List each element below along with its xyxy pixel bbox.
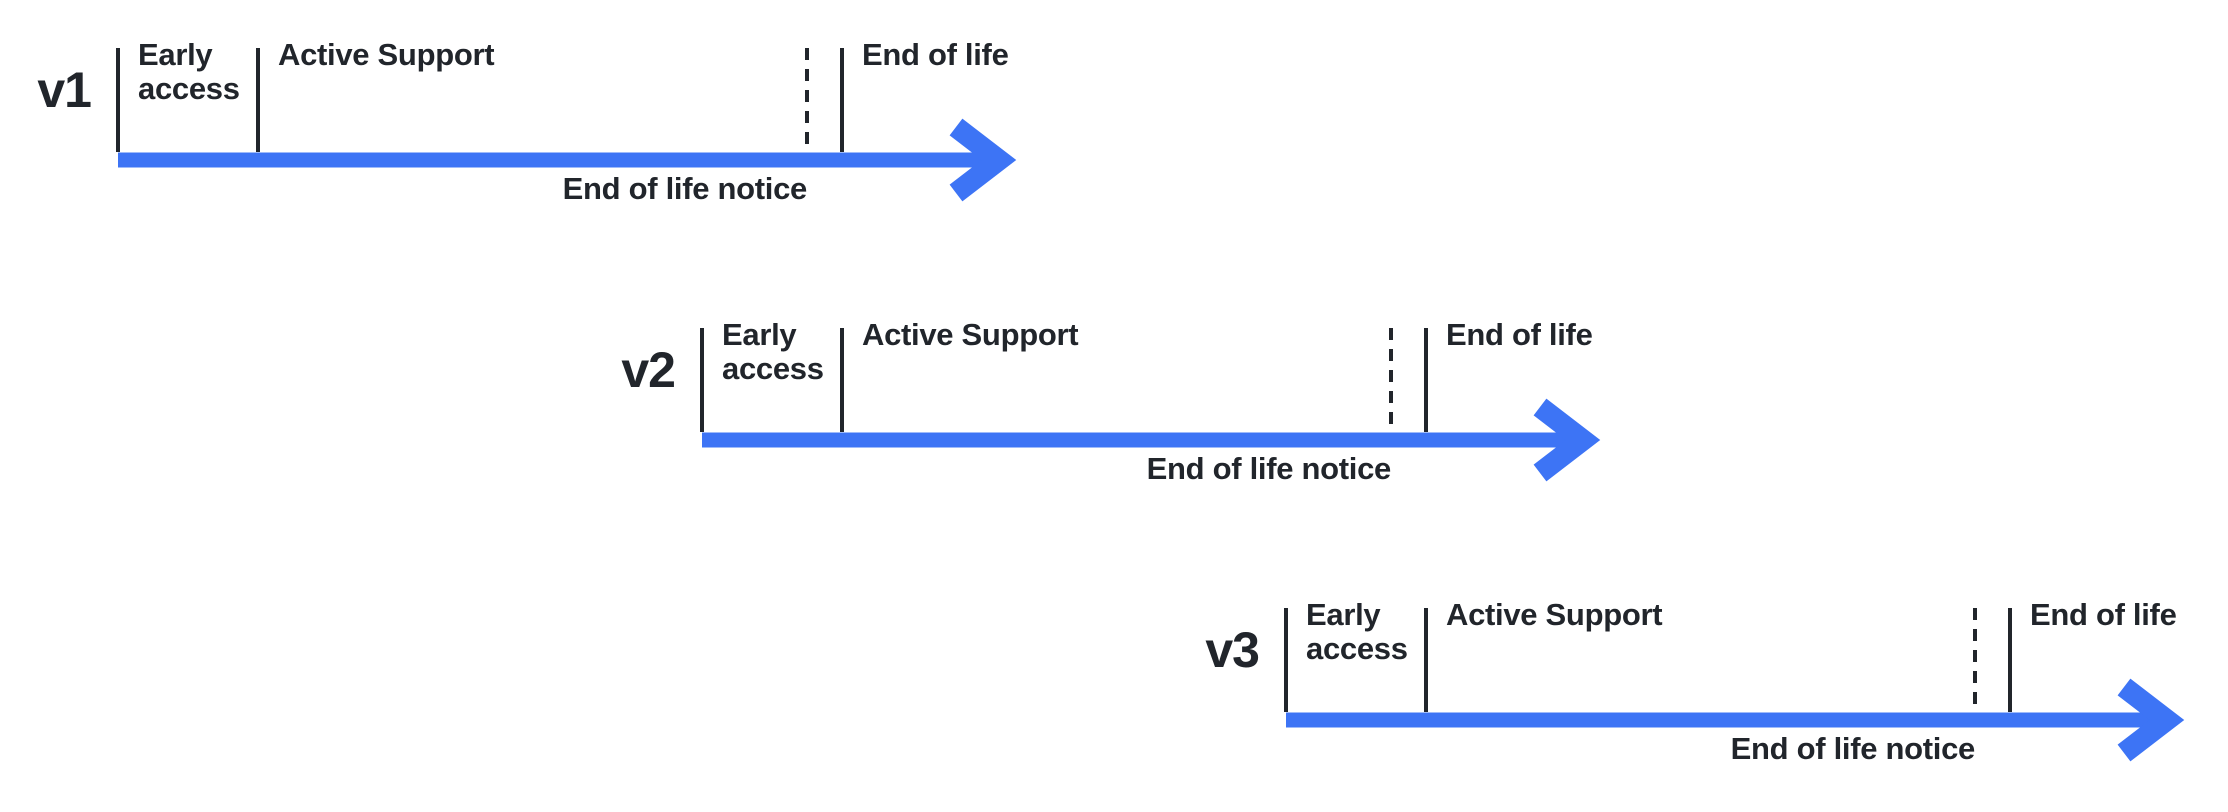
version-label: v3 [1205, 622, 1260, 678]
end-of-life-notice-label: End of life notice [1146, 451, 1392, 486]
timeline-arrowhead-icon [949, 118, 1017, 202]
timeline-arrowhead-icon [1533, 398, 1601, 482]
end-of-life-label: End of life [1446, 317, 1593, 352]
timeline-row-v1: v1 Early access Active Support End of li… [0, 0, 1058, 260]
early-access-label: Early access [722, 317, 824, 386]
timeline-graphic [116, 48, 1017, 202]
active-support-label: Active Support [862, 317, 1079, 352]
end-of-life-notice-label: End of life notice [562, 171, 808, 206]
end-of-life-label: End of life [2030, 597, 2177, 632]
version-label: v2 [621, 342, 676, 398]
timeline-graphic [1284, 608, 2185, 762]
end-of-life-notice-label: End of life notice [1730, 731, 1976, 766]
timeline-row-v3: v3 Early access Active Support End of li… [1086, 560, 2226, 812]
timeline-arrowhead-icon [2117, 678, 2185, 762]
end-of-life-label: End of life [862, 37, 1009, 72]
early-access-label: Early access [1306, 597, 1408, 666]
timeline-row-v2: v2 Early access Active Support End of li… [502, 280, 1642, 540]
version-label: v1 [37, 62, 92, 118]
active-support-label: Active Support [278, 37, 495, 72]
active-support-label: Active Support [1446, 597, 1663, 632]
timeline-graphic [700, 328, 1601, 482]
early-access-label: Early access [138, 37, 240, 106]
